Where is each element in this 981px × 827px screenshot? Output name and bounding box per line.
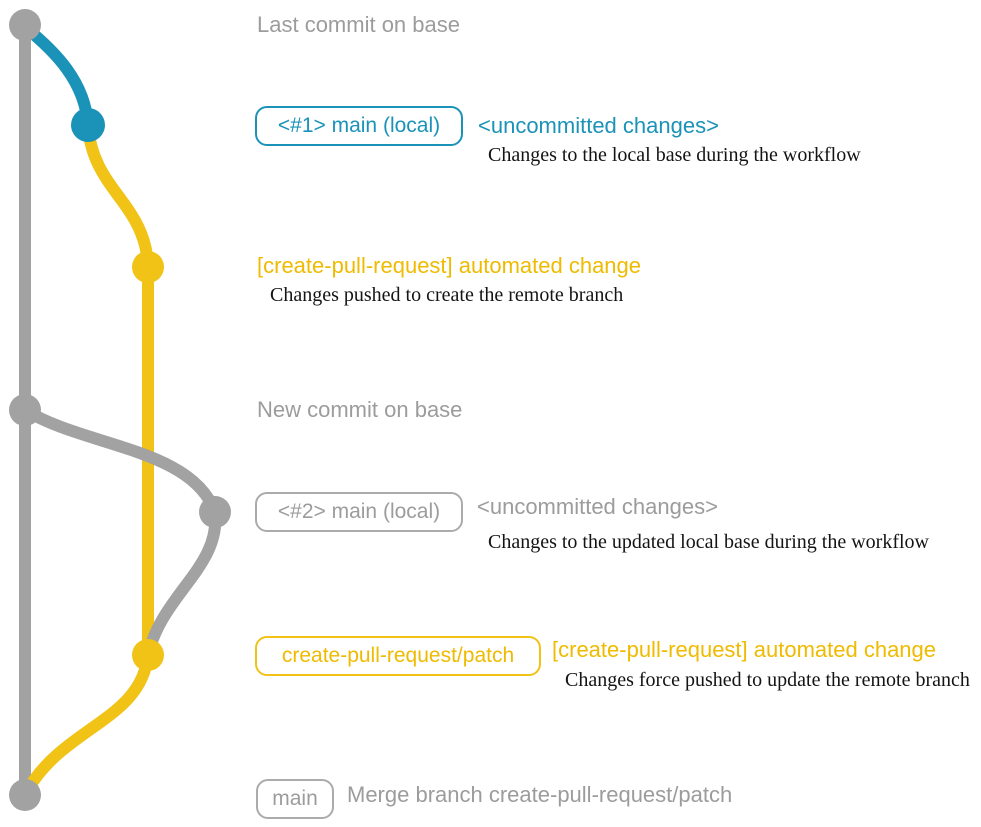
commit-node-automated-change-2 [132, 639, 164, 671]
commit-description-uncommitted-1: Changes to the local base during the wor… [488, 144, 861, 166]
commit-description-uncommitted-2: Changes to the updated local base during… [488, 531, 929, 553]
branch-curve-patch-create [82, 119, 154, 273]
commit-description-automated-1: Changes pushed to create the remote bran… [270, 284, 624, 306]
branch-curve-main-local-2 [19, 404, 221, 518]
commit-node-merge-commit [9, 779, 41, 811]
branch-badge-patch: create-pull-request/patch [255, 636, 541, 676]
commit-node-new-commit-on-base [9, 394, 41, 426]
commit-headline-uncommitted-1: <uncommitted changes> [478, 113, 719, 138]
branch-badge-patch-label: create-pull-request/patch [281, 644, 515, 667]
branch-badge-main-label: main [272, 787, 318, 810]
branch-badge-main-local-2: <#2> main (local) [255, 492, 463, 532]
commit-graph [9, 9, 231, 811]
branch-badge-main-local-2-label: <#2> main (local) [277, 500, 441, 523]
label-last-commit-on-base: Last commit on base [257, 12, 460, 37]
branch-curve-merge [19, 649, 154, 801]
commit-headline-merge: Merge branch create-pull-request/patch [347, 782, 733, 807]
commit-node-uncommitted-changes-1 [71, 108, 105, 142]
commit-headline-uncommitted-2: <uncommitted changes> [477, 494, 718, 519]
branch-badge-main: main [256, 779, 334, 819]
branch-curve-main-local-1 [19, 21, 94, 131]
commit-description-automated-2: Changes force pushed to update the remot… [565, 669, 970, 691]
commit-node-last-commit-on-base [9, 9, 41, 41]
commit-node-automated-change-1 [132, 251, 164, 283]
label-new-commit-on-base: New commit on base [257, 397, 463, 422]
branch-badge-main-local-1: <#1> main (local) [255, 106, 463, 146]
branch-curve-force-push [142, 506, 222, 661]
commit-node-uncommitted-changes-2 [199, 496, 231, 528]
commit-headline-automated-2: [create-pull-request] automated change [552, 637, 937, 662]
branch-badge-main-local-1-label: <#1> main (local) [277, 114, 441, 137]
commit-headline-automated-1: [create-pull-request] automated change [257, 253, 642, 278]
